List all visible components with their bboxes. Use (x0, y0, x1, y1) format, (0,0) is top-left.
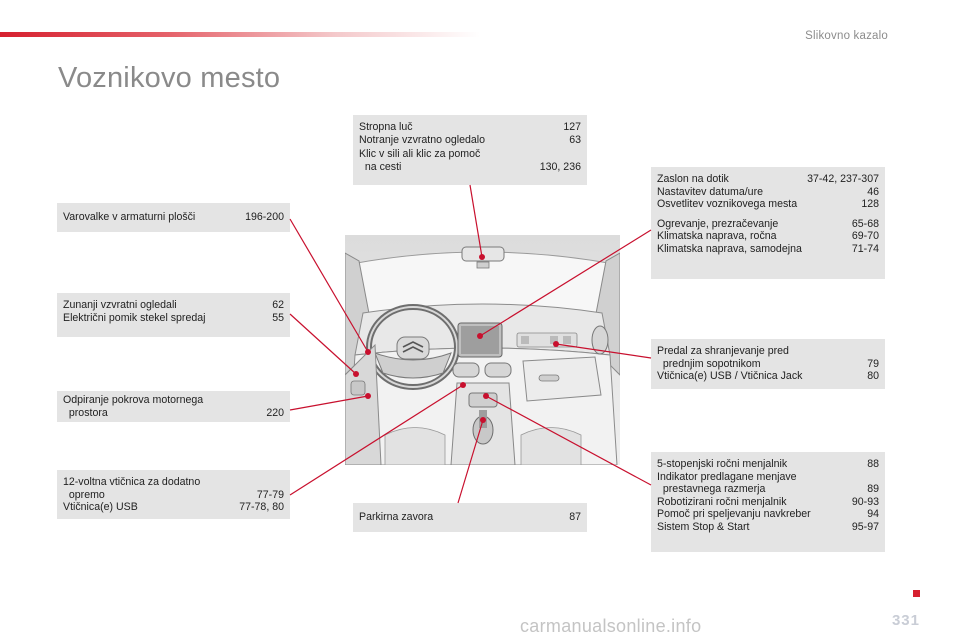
index-row: Sistem Stop & Start 95-97 (657, 521, 879, 534)
index-label: Zunanji vzvratni ogledali (63, 299, 177, 311)
index-row: 12-voltna vtičnica za dodatno opremo 77-7… (63, 476, 284, 501)
index-label: Robotizirani ročni menjalnik (657, 495, 787, 508)
index-row: Stropna luč 127 (359, 121, 581, 134)
page-corner-mark (913, 590, 920, 597)
watermark: carmanualsonline.info (520, 616, 702, 636)
index-label: Predal za shranjevanje pred prednjim sop… (657, 345, 789, 370)
index-row: Ogrevanje, prezračevanje 65-68 (657, 218, 879, 231)
index-label: Zaslon na dotik (657, 173, 729, 185)
index-label: Notranje vzvratno ogledalo (359, 133, 486, 146)
index-page: 127 (563, 121, 581, 133)
index-label: Sistem Stop & Start (657, 520, 750, 533)
page-title: Voznikovo mesto (58, 62, 281, 94)
index-row: Zunanji vzvratni ogledali 62 (63, 299, 284, 312)
index-page: 130, 236 (539, 160, 581, 173)
index-page: 79 (867, 357, 879, 370)
index-page: 94 (867, 508, 879, 521)
index-page: 220 (266, 406, 284, 419)
index-label: Ogrevanje, prezračevanje (657, 217, 779, 230)
index-row: Klimatska naprava, samodejna 71-74 (657, 243, 879, 256)
section-label: Slikovno kazalo (805, 30, 888, 42)
index-row: Nastavitev datuma/ure 46 (657, 186, 879, 199)
index-row: Električni pomik stekel spredaj 55 (63, 312, 284, 325)
bonnet-box: Odpiranje pokrova motornega prostora 220 (57, 391, 290, 422)
index-row: Odpiranje pokrova motornega prostora 220 (63, 394, 284, 419)
index-row: Osvetlitev voznikovega mesta 128 (657, 198, 879, 211)
index-page: 128 (861, 198, 879, 211)
index-row: Notranje vzvratno ogledalo 63 (359, 134, 581, 147)
index-label: Vtičnica(e) USB / Vtičnica Jack (657, 370, 803, 383)
index-row: Predal za shranjevanje pred prednjim sop… (657, 345, 879, 370)
index-row: Klimatska naprava, ročna 69-70 (657, 230, 879, 243)
index-page: 62 (272, 299, 284, 311)
index-page: 88 (867, 458, 879, 470)
index-page: 69-70 (851, 230, 879, 243)
index-page: 196-200 (245, 211, 284, 223)
index-page: 90-93 (851, 495, 879, 508)
index-row: Pomoč pri speljevanju navkreber 94 (657, 508, 879, 521)
index-page: 77-78, 80 (239, 501, 284, 514)
index-page: 77-79 (256, 488, 284, 501)
index-row: Parkirna zavora 87 (359, 511, 581, 524)
index-row: Robotizirani ročni menjalnik 90-93 (657, 496, 879, 509)
sockets-box: 12-voltna vtičnica za dodatno opremo 77-7… (57, 470, 290, 519)
index-label: Nastavitev datuma/ure (657, 185, 763, 198)
index-row: 5-stopenjski ročni menjalnik 88 (657, 458, 879, 471)
index-label: Parkirna zavora (359, 511, 434, 523)
index-label: Klic v sili ali klic za pomoč na cesti (359, 148, 481, 173)
index-label: Klimatska naprava, ročna (657, 230, 777, 243)
index-page: 95-97 (851, 520, 879, 533)
dashboard-illustration (345, 235, 620, 465)
index-row: Vtičnica(e) USB 77-78, 80 (63, 501, 284, 514)
index-row: Vtičnica(e) USB / Vtičnica Jack 80 (657, 370, 879, 383)
index-page: 87 (569, 511, 581, 523)
touchscreen-box: Zaslon na dotik 37-42, 237-307 Nastavitev… (651, 167, 885, 279)
page-number: 331 (891, 612, 920, 629)
index-page: 65-68 (851, 217, 879, 230)
index-label: Pomoč pri speljevanju navkreber (657, 508, 811, 521)
index-row: Indikator predlagane menjave prestavnega… (657, 471, 879, 496)
index-label: 5-stopenjski ročni menjalnik (657, 458, 788, 470)
mirrors-windows-box: Zunanji vzvratni ogledali 62 Električni p… (57, 293, 290, 337)
index-label: Klimatska naprava, samodejna (657, 242, 802, 255)
index-label: 12-voltna vtičnica za dodatno opremo (63, 476, 201, 501)
index-page: 89 (867, 483, 879, 496)
index-label: Varovalke v armaturni plošči (63, 211, 196, 223)
index-label: Odpiranje pokrova motornega prostora (63, 394, 204, 419)
parking-brake-box: Parkirna zavora 87 (353, 503, 587, 532)
index-row: Klic v sili ali klic za pomoč na cesti 13… (359, 148, 581, 173)
courtesy-lamp-box: Stropna luč 127 Notranje vzvratno ogledal… (353, 115, 587, 185)
index-page: 71-74 (851, 242, 879, 255)
index-label: Osvetlitev voznikovega mesta (657, 198, 798, 211)
index-label: Stropna luč (359, 121, 413, 133)
glovebox-box: Predal za shranjevanje pred prednjim sop… (651, 339, 885, 389)
index-label: Indikator predlagane menjave prestavnega… (657, 470, 797, 496)
top-accent-band (0, 32, 480, 37)
index-label: Električni pomik stekel spredaj (63, 311, 206, 324)
index-page: 63 (569, 133, 581, 146)
index-page: 37-42, 237-307 (807, 173, 879, 185)
index-page: 46 (867, 185, 879, 198)
index-label: Vtičnica(e) USB (63, 501, 138, 514)
gearbox-box: 5-stopenjski ročni menjalnik 88 Indikator… (651, 452, 885, 552)
index-page: 55 (272, 311, 284, 324)
index-row: Zaslon na dotik 37-42, 237-307 (657, 173, 879, 186)
index-row: Varovalke v armaturni plošči 196-200 (63, 211, 284, 224)
index-page: 80 (867, 370, 879, 383)
fuses-box: Varovalke v armaturni plošči 196-200 (57, 203, 290, 232)
